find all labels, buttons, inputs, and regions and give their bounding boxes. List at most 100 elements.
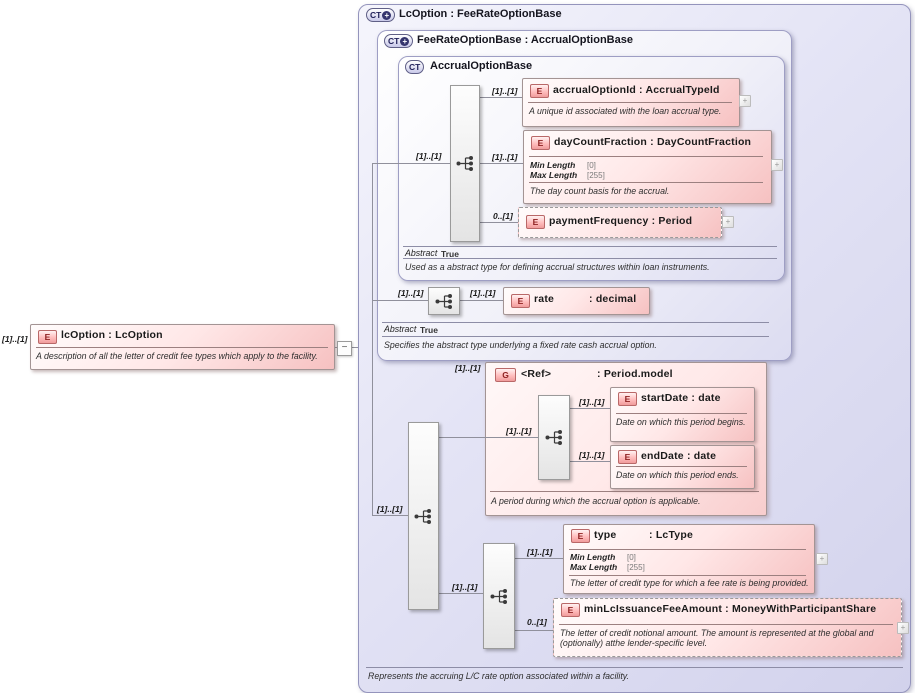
type-annotation: Specifies the abstract type underlying a… <box>384 340 657 350</box>
element-title: startDate : date <box>641 392 721 404</box>
element-badge: E <box>38 330 57 344</box>
cardinality-label: [1]..[1] <box>579 397 605 407</box>
complex-type-badge-label: CT <box>370 10 382 20</box>
element-box-daycountfraction[interactable] <box>523 130 772 204</box>
cardinality-label: [1]..[1] <box>2 334 28 344</box>
sequence-box[interactable] <box>450 85 480 242</box>
element-box-minlcissuancefeeamount[interactable] <box>553 598 902 657</box>
separator-line <box>528 102 732 103</box>
facet-label: Max Length <box>530 170 578 180</box>
facet-label: Max Length <box>570 562 618 572</box>
connector-line <box>513 558 563 559</box>
element-box-enddate[interactable] <box>610 445 755 489</box>
abstract-label: Abstract <box>384 324 417 334</box>
expand-button[interactable]: + <box>771 159 783 171</box>
element-description: Date on which this period begins. <box>616 417 746 427</box>
type-annotation: Represents the accruing L/C rate option … <box>368 671 629 681</box>
separator-line <box>559 624 893 625</box>
abstract-label: Abstract <box>405 248 438 258</box>
complex-type-title: AccrualOptionBase <box>430 60 533 72</box>
sequence-box[interactable] <box>428 287 460 315</box>
complex-type-title: LcOption : FeeRateOptionBase <box>399 8 562 20</box>
cardinality-label: [1]..[1] <box>527 547 553 557</box>
facet-value: [255] <box>627 563 645 572</box>
element-description: A description of all the letter of credi… <box>36 351 318 361</box>
cardinality-label: [1]..[1] <box>377 504 403 514</box>
element-badge: E <box>511 294 530 308</box>
connector-line <box>458 300 503 301</box>
expand-button[interactable]: + <box>816 553 828 565</box>
derived-plus-icon: + <box>382 10 392 20</box>
complex-type-badge-label: CT <box>409 62 421 72</box>
connector-line <box>372 163 450 164</box>
element-badge: E <box>618 450 637 464</box>
cardinality-label: [1]..[1] <box>579 450 605 460</box>
element-box-paymentfrequency[interactable] <box>518 207 722 238</box>
connector-line <box>478 222 518 223</box>
sequence-icon <box>456 156 473 171</box>
element-title: accrualOptionId : AccrualTypeId <box>553 84 720 96</box>
connector-line <box>568 461 610 462</box>
group-badge: G <box>495 368 516 382</box>
sequence-icon <box>414 508 431 524</box>
element-description: The letter of credit type for which a fe… <box>570 578 809 588</box>
element-box-type[interactable] <box>563 524 815 594</box>
element-description: The letter of credit notional amount. Th… <box>560 628 874 638</box>
expand-button[interactable]: + <box>739 95 751 107</box>
separator-line <box>569 575 806 576</box>
element-badge: E <box>531 136 550 150</box>
connector-line <box>568 408 610 409</box>
separator-line <box>382 336 769 337</box>
element-title: lcOption : LcOption <box>61 329 163 341</box>
connector-line <box>437 437 538 438</box>
element-title: rate <box>534 293 555 305</box>
cardinality-label: 0..[1] <box>527 617 547 627</box>
connector-line <box>351 347 358 348</box>
expand-button[interactable]: + <box>897 622 909 634</box>
expand-button[interactable]: + <box>722 216 734 228</box>
separator-line <box>366 667 903 668</box>
element-description: The day count basis for the accrual. <box>530 186 670 196</box>
cardinality-label: [1]..[1] <box>455 363 481 373</box>
separator-line <box>569 549 806 550</box>
element-title: endDate : date <box>641 450 717 462</box>
complex-type-badge: CT <box>405 60 425 74</box>
sequence-box[interactable] <box>538 395 570 480</box>
sequence-icon <box>545 430 562 445</box>
complex-type-badge: CT+ <box>384 34 414 48</box>
sequence-icon <box>490 588 507 604</box>
connector-line <box>513 630 553 631</box>
element-type: : decimal <box>589 293 637 305</box>
separator-line <box>616 466 747 467</box>
connector-line <box>372 300 428 301</box>
facet-value: [255] <box>587 171 605 180</box>
connector-line <box>478 163 523 164</box>
cardinality-label: [1]..[1] <box>492 86 518 96</box>
sequence-box[interactable] <box>483 543 515 649</box>
abstract-value: True <box>441 249 459 259</box>
abstract-value: True <box>420 325 438 335</box>
separator-line <box>529 156 763 157</box>
sequence-icon <box>435 293 452 309</box>
cardinality-label: [1]..[1] <box>506 426 532 436</box>
facet-value: [0] <box>627 553 636 562</box>
connector-line <box>333 347 337 348</box>
separator-line <box>403 246 777 247</box>
separator-line <box>529 182 763 183</box>
connector-line <box>372 515 408 516</box>
group-annotation: A period during which the accrual option… <box>491 496 701 506</box>
sequence-box[interactable] <box>408 422 439 610</box>
cardinality-label: [1]..[1] <box>398 288 424 298</box>
element-title: minLcIssuanceFeeAmount : MoneyWithPartic… <box>584 603 877 615</box>
separator-line <box>403 258 777 259</box>
element-badge: E <box>561 603 580 617</box>
element-badge: E <box>530 84 549 98</box>
element-description: (optionally) atthe lender-specific level… <box>560 638 708 648</box>
cardinality-label: 0..[1] <box>493 211 513 221</box>
facet-label: Min Length <box>570 552 616 562</box>
element-badge: E <box>618 392 637 406</box>
type-annotation: Used as a abstract type for defining acc… <box>405 262 710 272</box>
element-box-rate[interactable] <box>503 287 650 315</box>
collapse-button[interactable]: − <box>337 341 352 356</box>
